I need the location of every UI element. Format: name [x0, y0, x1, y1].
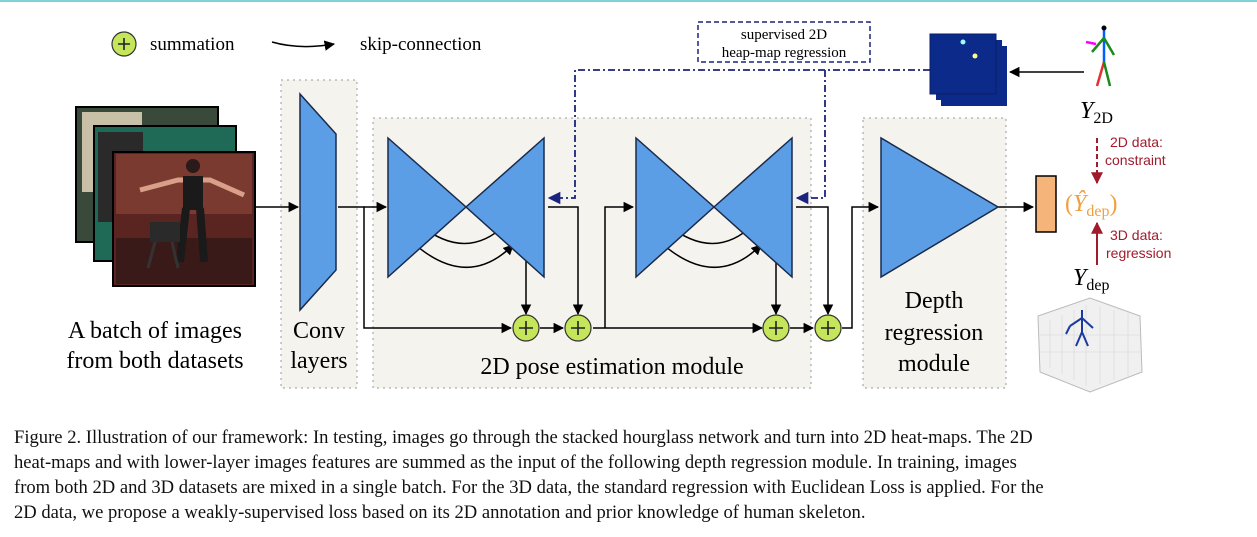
- heatmap-stack: [929, 33, 1007, 106]
- supervised-label-line2: heap-map regression: [722, 45, 847, 61]
- summation-legend-icon: [111, 31, 137, 57]
- depth-label-line1: Depth: [905, 288, 964, 314]
- sum4-to-depth-module: [842, 201, 880, 329]
- summation-node-4: [814, 314, 842, 342]
- person-photo: [139, 159, 246, 269]
- data2d-label-line1: 2D data:: [1110, 134, 1163, 150]
- legend-skip-connection-label: skip-connection: [360, 34, 482, 55]
- batch-label-line2: from both datasets: [66, 348, 243, 374]
- summation-nodes: [512, 314, 842, 342]
- framework-diagram: summation skip-connection A batch of ima…: [66, 21, 1171, 393]
- hourglass1-out-to-sum2: [548, 206, 584, 316]
- image-batch: [75, 106, 256, 287]
- supervision-to-hourglass2: [795, 70, 826, 205]
- summation-node-2: [564, 314, 592, 342]
- caption-line-4: 2D data, we propose a weakly-supervised …: [14, 502, 866, 523]
- depth-label-line2: regression: [885, 320, 984, 346]
- caption-line-1: Figure 2. Illustration of our framework:…: [14, 427, 1033, 448]
- skeleton-3d-plot: [1037, 297, 1143, 393]
- ydep-hat-label: (Ŷdep): [1065, 191, 1117, 220]
- hourglass-1-encoder: [387, 136, 468, 279]
- output-block: [1035, 175, 1057, 233]
- caption-line-3: from both 2D and 3D datasets are mixed i…: [14, 477, 1044, 498]
- conv-layers-shape: [299, 92, 337, 312]
- supervision-path: supervised 2D heap-map regression: [547, 21, 930, 205]
- pose-module-box: [372, 117, 812, 389]
- skip-conv-to-sum1: [338, 206, 513, 334]
- sum2-to-hourglass2: [604, 201, 635, 328]
- heatmap-peak-1: [960, 39, 966, 45]
- conv-label-line2: layers: [290, 348, 347, 374]
- skip-connection-legend-icon: [271, 40, 336, 51]
- hourglass-2-encoder: [635, 136, 716, 279]
- top-rule: [0, 0, 1257, 2]
- data3d-label-line1: 3D data:: [1110, 227, 1163, 243]
- hourglass-1: [387, 136, 545, 279]
- skeleton-3d-icon: [1065, 310, 1094, 347]
- skeleton-2d-icon: [1085, 25, 1116, 87]
- hourglass-2-decoder: [712, 136, 793, 279]
- summation-node-3: [762, 314, 790, 342]
- depth-regression-shape: [880, 136, 1000, 279]
- data2d-label-line2: constraint: [1105, 152, 1166, 168]
- legend: summation skip-connection: [111, 31, 482, 57]
- legend-summation-label: summation: [150, 34, 235, 55]
- summation-node-1: [512, 314, 540, 342]
- heatmap-peak-2: [972, 53, 978, 59]
- figure-caption: Figure 2. Illustration of our framework:…: [14, 425, 1244, 525]
- data3d-label-line2: regression: [1106, 245, 1171, 261]
- pose-module-label: 2D pose estimation module: [480, 354, 743, 380]
- hourglass2-out-to-sum4: [796, 206, 834, 316]
- hourglass1-inner-skip-b: [409, 239, 514, 268]
- supervised-regression-box: [697, 21, 871, 63]
- conv-label-line1: Conv: [293, 318, 345, 344]
- supervised-label-line1: supervised 2D: [741, 27, 827, 43]
- supervision-to-hourglass1: [547, 69, 930, 205]
- hourglass2-inner-skip-b: [657, 239, 762, 268]
- y2d-label: Y2D: [1080, 98, 1113, 127]
- hourglass-2: [635, 136, 793, 279]
- hourglass-1-decoder: [464, 136, 545, 279]
- ydep-label: Ydep: [1073, 265, 1109, 294]
- batch-label-line1: A batch of images: [68, 318, 242, 344]
- depth-label-line3: module: [898, 351, 970, 377]
- caption-line-2: heat-maps and with lower-layer images fe…: [14, 452, 1017, 473]
